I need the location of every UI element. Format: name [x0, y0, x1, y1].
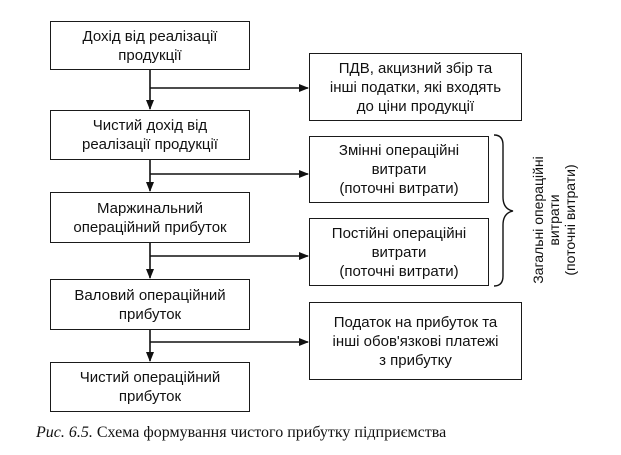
figure-title: Схема формування чистого прибутку підпри… — [96, 424, 447, 441]
brace-label: Загальні операційні витрати (поточні вит… — [530, 156, 578, 284]
curly-brace — [493, 134, 514, 287]
figure-caption: Рис. 6.5. Схема формування чистого прибу… — [36, 424, 596, 442]
figure-number: Рис. 6.5. — [36, 424, 93, 441]
